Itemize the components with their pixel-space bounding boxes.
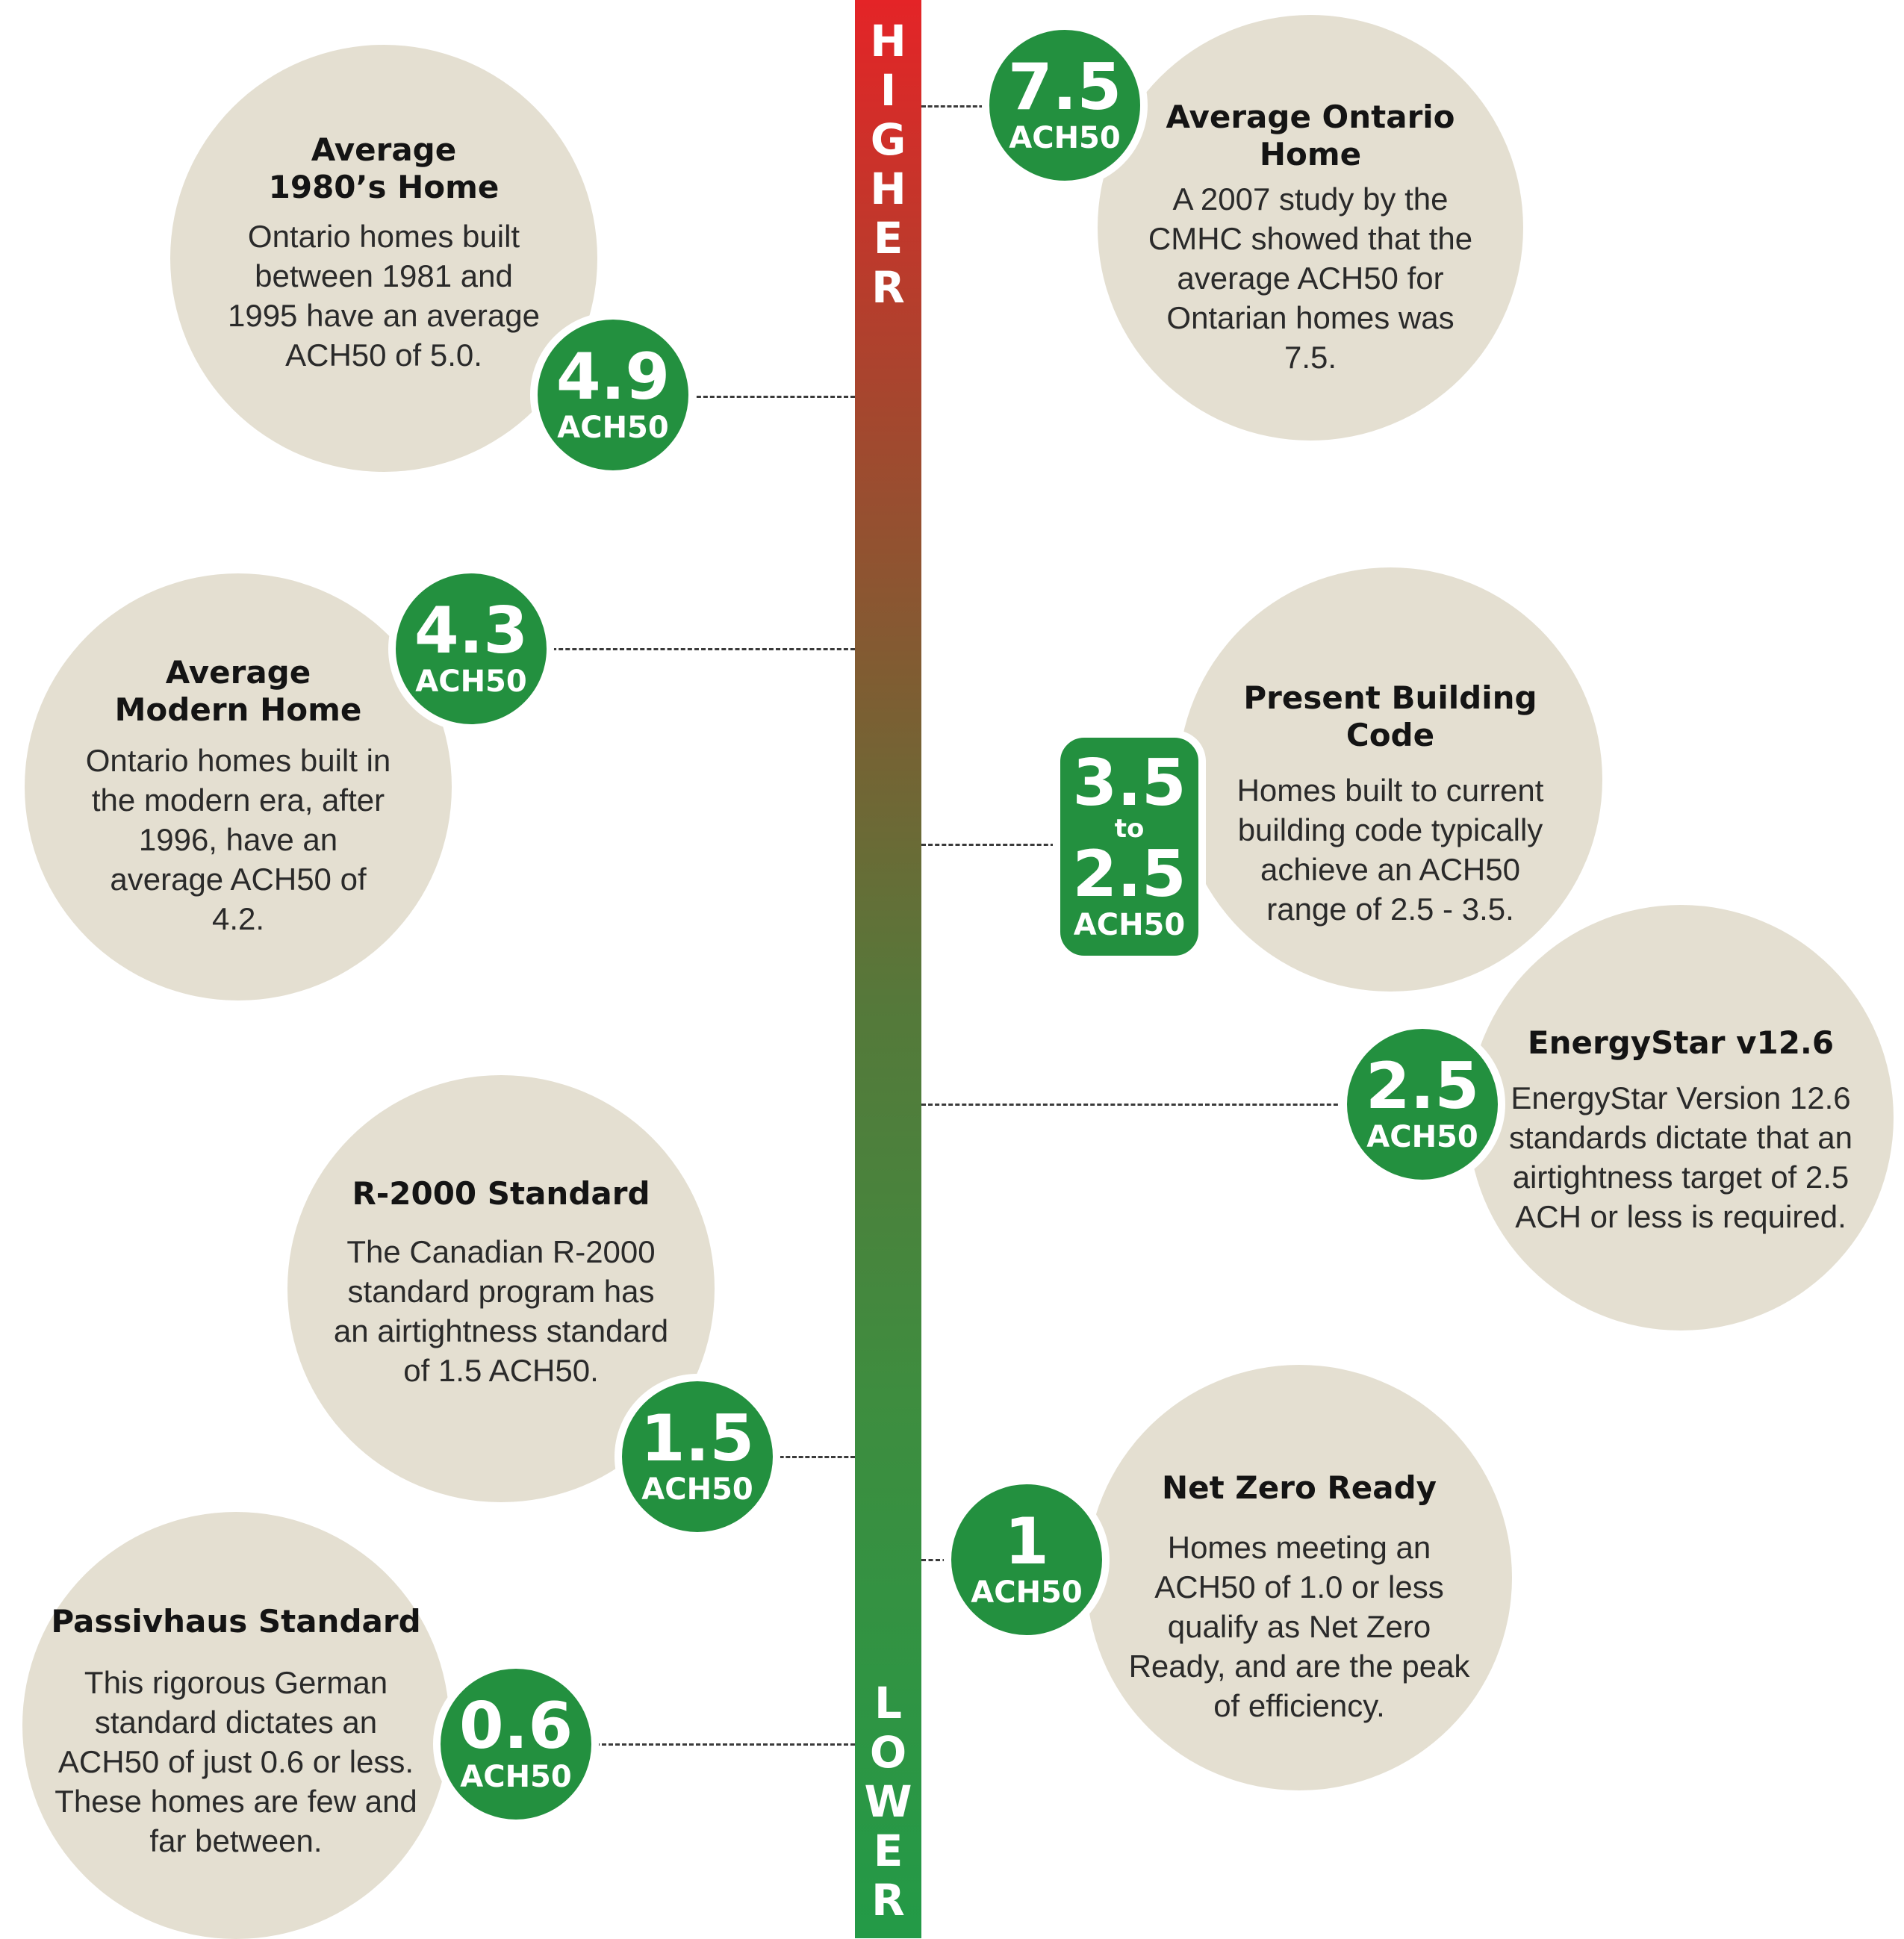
info-bubble-avg-modern: Average Modern Home Ontario homes built …: [25, 573, 452, 1000]
connector-avg-modern: [545, 648, 855, 650]
ach50-badge-avg-modern: 4.3 ACH50: [388, 566, 554, 732]
item-title: Average Modern Home: [114, 654, 362, 728]
connector-energystar: [921, 1104, 1351, 1106]
ach50-range-joiner: to: [1114, 814, 1145, 844]
info-bubble-net-zero: Net Zero Ready Homes meeting an ACH50 of…: [1086, 1365, 1512, 1790]
scale-label-lower-letter: E: [873, 1826, 903, 1876]
scale-label-lower-letter: O: [869, 1727, 907, 1778]
ach50-range-badge-building-code: 3.5 to 2.5 ACH50: [1053, 730, 1206, 963]
scale-label-higher-letter: E: [873, 213, 903, 264]
info-bubble-passivhaus: Passivhaus Standard This rigorous German…: [22, 1512, 449, 1939]
ach50-unit: ACH50: [415, 665, 527, 699]
item-title: EnergyStar v12.6: [1527, 1024, 1835, 1061]
ach50-unit: ACH50: [971, 1575, 1083, 1610]
item-title: Average 1980’s Home: [268, 131, 500, 205]
ach50-unit: ACH50: [557, 411, 669, 445]
scale-label-higher-letter: R: [871, 262, 905, 313]
info-bubble-energystar: EnergyStar v12.6 EnergyStar Version 12.6…: [1468, 905, 1894, 1330]
item-title: Average Ontario Home: [1166, 99, 1455, 172]
ach50-badge-avg-1980s: 4.9 ACH50: [530, 312, 696, 478]
ach50-value: 4.3: [414, 594, 529, 668]
ach50-value: 7.5: [1007, 50, 1122, 125]
ach50-value: 0.6: [458, 1689, 573, 1764]
ach50-unit: ACH50: [460, 1760, 572, 1794]
scale-label-higher-letter: I: [880, 65, 897, 116]
ach50-badge-net-zero: 1 ACH50: [944, 1477, 1110, 1643]
ach50-badge-avg-ontario: 7.5 ACH50: [982, 22, 1148, 188]
ach50-value: 1: [1004, 1504, 1049, 1579]
item-description: A 2007 study by the CMHC showed that the…: [1148, 181, 1473, 375]
scale-label-higher-letter: H: [870, 16, 906, 66]
ach50-value: 2.5: [1365, 1049, 1480, 1124]
connector-avg-1980s: [683, 396, 855, 398]
ach50-value-high: 3.5: [1072, 746, 1186, 821]
scale-label-lower-letter: R: [871, 1875, 905, 1926]
item-title: R-2000 Standard: [352, 1175, 650, 1212]
item-description: Homes meeting an ACH50 of 1.0 or less qu…: [1128, 1530, 1470, 1723]
item-title: Net Zero Ready: [1161, 1469, 1437, 1506]
connector-avg-ontario: [921, 105, 990, 108]
ach50-badge-passivhaus: 0.6 ACH50: [433, 1661, 599, 1827]
ach50-badge-r2000: 1.5 ACH50: [615, 1374, 780, 1540]
connector-r2000: [773, 1456, 855, 1458]
item-description: EnergyStar Version 12.6 standards dictat…: [1509, 1080, 1852, 1234]
item-description: The Canadian R-2000 standard program has…: [333, 1234, 669, 1388]
scale-label-higher-letter: G: [870, 114, 906, 165]
scale-label-lower-letter: W: [864, 1776, 912, 1827]
connector-passivhaus: [588, 1743, 855, 1746]
scale-label-higher-letter: H: [870, 164, 906, 214]
scale-label-lower-letter: L: [874, 1678, 902, 1728]
ach50-unit: ACH50: [1366, 1120, 1478, 1154]
ach50-value: 4.9: [556, 340, 671, 414]
ach50-badge-energystar: 2.5 ACH50: [1340, 1021, 1505, 1187]
ach50-unit: ACH50: [1009, 121, 1121, 155]
item-description: Homes built to current building code typ…: [1236, 773, 1544, 927]
info-bubble-avg-ontario: Average Ontario Home A 2007 study by the…: [1098, 15, 1523, 441]
connector-net-zero: [921, 1559, 954, 1561]
item-title: Present Building Code: [1243, 679, 1537, 753]
ach50-value: 1.5: [640, 1401, 755, 1476]
ach50-value-low: 2.5: [1072, 837, 1186, 912]
item-description: Ontario homes built in the modern era, a…: [85, 743, 391, 936]
info-bubble-avg-1980s: Average 1980’s Home Ontario homes built …: [170, 45, 597, 472]
ach50-unit: ACH50: [1073, 908, 1186, 942]
item-description: This rigorous German standard dictates a…: [55, 1665, 417, 1858]
ach50-unit: ACH50: [641, 1472, 753, 1507]
airtightness-scale-bar: [855, 0, 921, 1938]
info-bubble-building-code: Present Building Code Homes built to cur…: [1178, 567, 1602, 992]
connector-building-code: [921, 844, 1062, 846]
item-description: Ontario homes built between 1981 and 199…: [227, 219, 540, 373]
item-title: Passivhaus Standard: [51, 1603, 421, 1640]
